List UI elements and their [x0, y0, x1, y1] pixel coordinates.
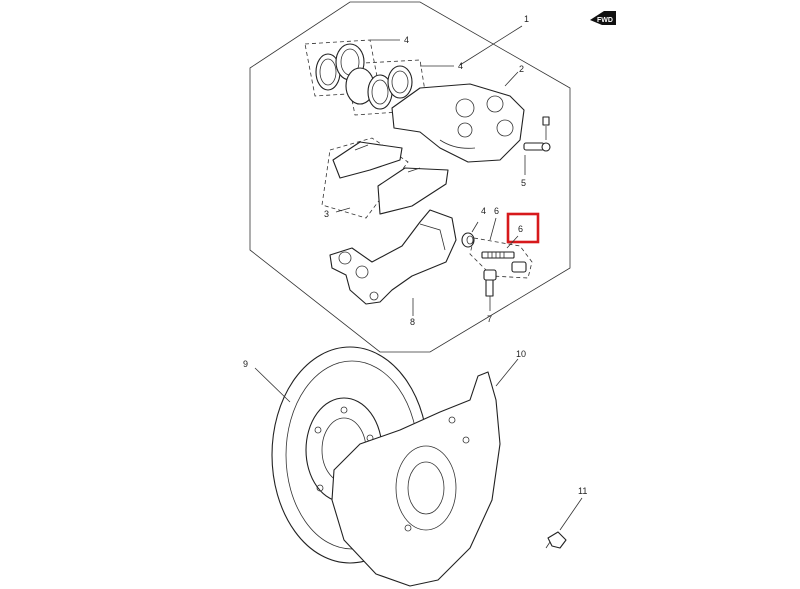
callout-1[interactable]: 1	[524, 14, 529, 24]
callout-11[interactable]: 11	[578, 486, 587, 496]
caliper-body	[391, 83, 525, 163]
slide-pin	[481, 251, 527, 273]
forward-direction-icon: FWD	[590, 11, 616, 25]
callout-5[interactable]: 5	[521, 178, 526, 188]
slide-pin-group-box	[469, 237, 533, 279]
retaining-clip	[545, 531, 567, 549]
callout-4c[interactable]: 4	[481, 206, 486, 216]
forward-direction-label: FWD	[597, 17, 613, 24]
slide-pin-boot	[461, 232, 475, 248]
callout-4a[interactable]: 4	[404, 35, 409, 45]
callout-3[interactable]: 3	[324, 209, 329, 219]
callout-8[interactable]: 8	[410, 317, 415, 327]
callout-4b[interactable]: 4	[458, 61, 463, 71]
dust-shield	[331, 371, 501, 587]
piston-seal-box	[304, 39, 381, 97]
piston-seal-set	[315, 43, 413, 110]
caliper-bracket	[329, 209, 457, 305]
bleeder-screw	[523, 116, 551, 152]
callout-2[interactable]: 2	[519, 64, 524, 74]
callout-10[interactable]: 10	[516, 349, 526, 359]
mounting-bolt	[483, 269, 497, 297]
caliper-assembly-outline	[249, 1, 571, 353]
piston-seal-box-2	[344, 59, 429, 116]
callout-7[interactable]: 7	[487, 314, 492, 324]
callout-6b[interactable]: 6	[518, 224, 523, 234]
brake-pad-outer	[377, 167, 449, 215]
callout-9[interactable]: 9	[243, 359, 248, 369]
brake-pad-inner	[332, 141, 403, 179]
highlight-box	[506, 212, 540, 244]
callout-6a[interactable]: 6	[494, 206, 499, 216]
